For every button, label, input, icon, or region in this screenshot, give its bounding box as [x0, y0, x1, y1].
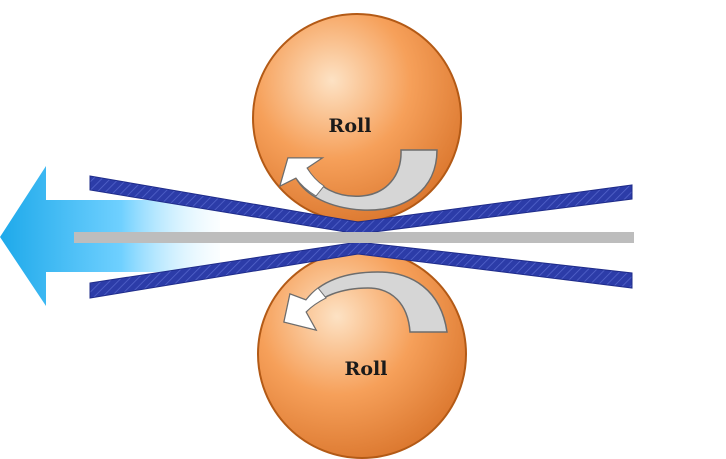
bottom-roll-label: Roll — [345, 358, 388, 380]
upper-sheet — [89, 175, 633, 235]
curved-arrow-icon — [278, 149, 438, 211]
gray-strip — [74, 232, 634, 243]
curved-arrow-icon — [283, 271, 448, 333]
top-roll-label: Roll — [329, 115, 372, 137]
top-roll: Roll — [252, 13, 462, 223]
